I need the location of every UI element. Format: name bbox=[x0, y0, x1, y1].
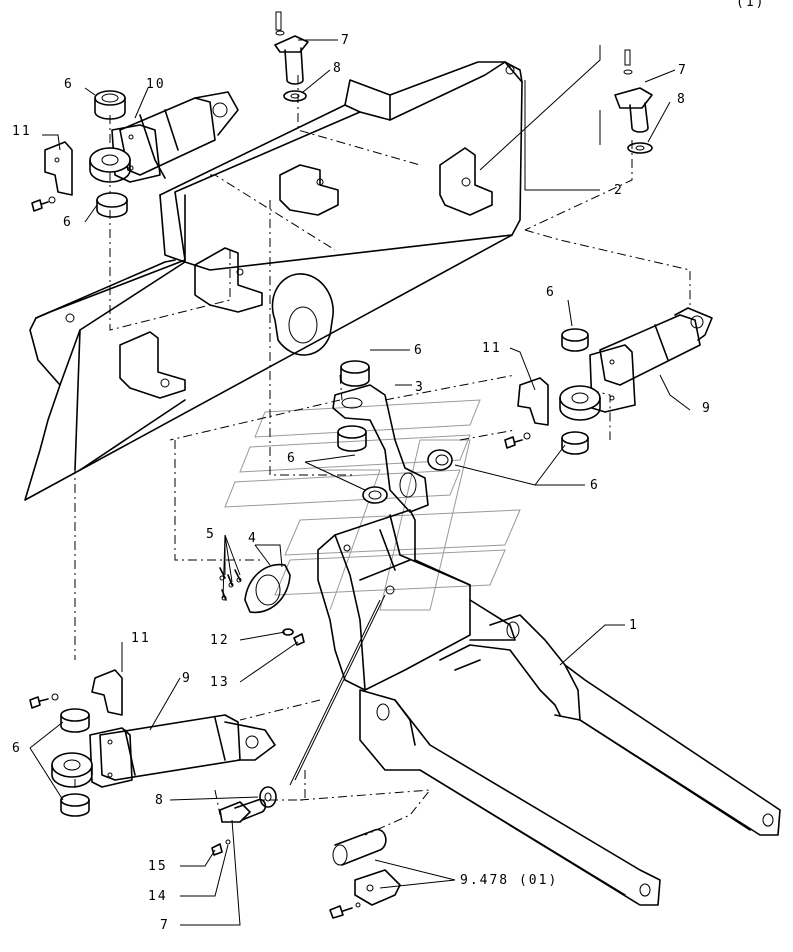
cylinder-lower-left bbox=[89, 714, 276, 788]
callout-7-lower: 7 bbox=[160, 918, 170, 933]
dozer-blade bbox=[24, 61, 523, 501]
callout-11-top-left: 11 bbox=[12, 124, 32, 139]
callout-6-yoke-lower: 6 bbox=[287, 451, 297, 466]
callout-8-top-center: 8 bbox=[333, 61, 343, 76]
callout-2: 2 bbox=[614, 183, 624, 198]
center-yoke bbox=[332, 384, 429, 513]
retainer-plate bbox=[244, 563, 291, 614]
corner-page-mark: (1) bbox=[736, 0, 765, 10]
bushing-top-upper bbox=[94, 90, 126, 120]
callout-6-center-right: 6 bbox=[590, 478, 600, 493]
watermark-logo bbox=[224, 399, 521, 611]
callout-11-lower-left: 11 bbox=[131, 631, 151, 646]
bolt-lower-left bbox=[29, 693, 59, 709]
callout-8-lower: 8 bbox=[155, 793, 165, 808]
spherical-bearing-top bbox=[89, 147, 131, 183]
callout-7-top-right: 7 bbox=[678, 63, 688, 78]
bolt-top-left bbox=[31, 196, 56, 212]
callout-6-right-upper: 6 bbox=[546, 285, 556, 300]
bracket-right bbox=[517, 377, 549, 426]
bushing-right-lower bbox=[561, 431, 589, 455]
washer-lower bbox=[259, 786, 277, 808]
bushing-center-right bbox=[427, 449, 453, 471]
callout-14: 14 bbox=[148, 889, 168, 904]
pin-lower bbox=[211, 798, 267, 856]
callout-9-lower-left: 9 bbox=[182, 671, 192, 686]
callout-15: 15 bbox=[148, 859, 168, 874]
spherical-bearing-right bbox=[559, 385, 601, 421]
bracket-top-left bbox=[44, 141, 73, 196]
bolt-13 bbox=[293, 633, 305, 646]
callout-9-right: 9 bbox=[702, 401, 712, 416]
bolt-right bbox=[504, 432, 531, 449]
callout-reference-9478: 9.478 (01) bbox=[460, 873, 558, 888]
pin-top-center bbox=[274, 11, 309, 85]
bracket-lower-left bbox=[91, 669, 123, 716]
callout-4: 4 bbox=[248, 531, 258, 546]
bushing-yoke-lower bbox=[337, 425, 367, 452]
washer-top-center bbox=[283, 90, 307, 102]
cylinder-top-left bbox=[111, 91, 239, 183]
callout-13: 13 bbox=[210, 675, 230, 690]
bushing-lower-lower bbox=[60, 793, 90, 817]
bushing-yoke-upper bbox=[340, 360, 370, 387]
bushing-lower-upper bbox=[60, 708, 90, 733]
callout-12: 12 bbox=[210, 633, 230, 648]
callout-6-yoke-upper: 6 bbox=[414, 343, 424, 358]
bushing-top-lower bbox=[96, 192, 128, 218]
callout-labels: 6 10 7 8 7 8 11 6 2 6 6 11 3 9 6 6 5 4 1… bbox=[12, 33, 712, 933]
spherical-bearing-lower bbox=[51, 752, 93, 788]
bushing-right-upper bbox=[561, 328, 589, 352]
callout-10: 10 bbox=[146, 77, 166, 92]
callout-3: 3 bbox=[415, 380, 425, 395]
cylinder-right bbox=[589, 307, 713, 413]
callout-6-lower-left: 6 bbox=[12, 741, 22, 756]
main-frame bbox=[317, 509, 781, 906]
callout-8-top-right: 8 bbox=[677, 92, 687, 107]
callout-1: 1 bbox=[629, 618, 639, 633]
pin-top-right bbox=[614, 49, 653, 133]
callout-6-top-lower: 6 bbox=[63, 215, 73, 230]
washer-top-right bbox=[627, 142, 653, 154]
callout-5: 5 bbox=[206, 527, 216, 542]
pin-9478 bbox=[329, 828, 401, 919]
alignment-lines bbox=[74, 75, 691, 836]
callout-11-right: 11 bbox=[482, 341, 502, 356]
callout-7-top-center: 7 bbox=[341, 33, 351, 48]
leader-lines bbox=[29, 39, 691, 926]
callout-6-top-upper: 6 bbox=[64, 77, 74, 92]
bushing-yoke-side bbox=[362, 486, 388, 504]
